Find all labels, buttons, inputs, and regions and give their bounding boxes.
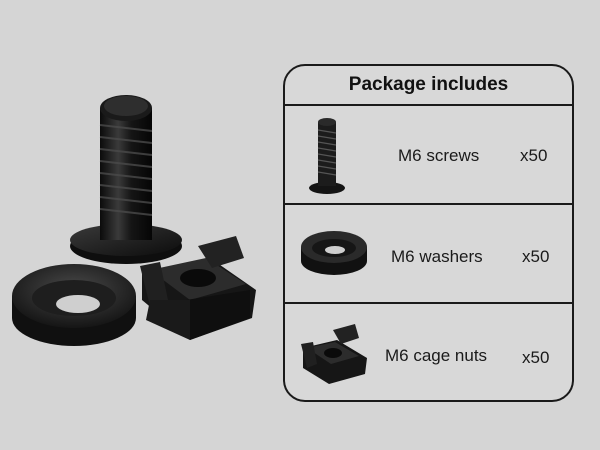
cage-nut-illustration <box>140 236 256 340</box>
item-quantity: x50 <box>520 146 548 165</box>
product-photo <box>12 95 256 346</box>
washer-icon <box>301 231 367 275</box>
cage-nut-icon <box>301 324 367 384</box>
package-includes-panel: Package includes M6 screws x50 M6 washer… <box>283 64 574 402</box>
item-name: M6 screws <box>398 146 480 165</box>
screw-icon <box>309 118 345 194</box>
item-name: M6 cage nuts <box>385 346 488 365</box>
washer-illustration <box>12 264 136 346</box>
item-quantity: x50 <box>522 247 550 266</box>
item-name: M6 washers <box>391 247 483 266</box>
screw-illustration <box>70 95 182 264</box>
list-item: M6 cage nuts x50 <box>285 304 572 400</box>
item-quantity: x50 <box>522 348 550 367</box>
list-item: M6 screws x50 <box>285 106 572 205</box>
panel-title: Package includes <box>285 66 572 106</box>
list-item: M6 washers x50 <box>285 205 572 304</box>
